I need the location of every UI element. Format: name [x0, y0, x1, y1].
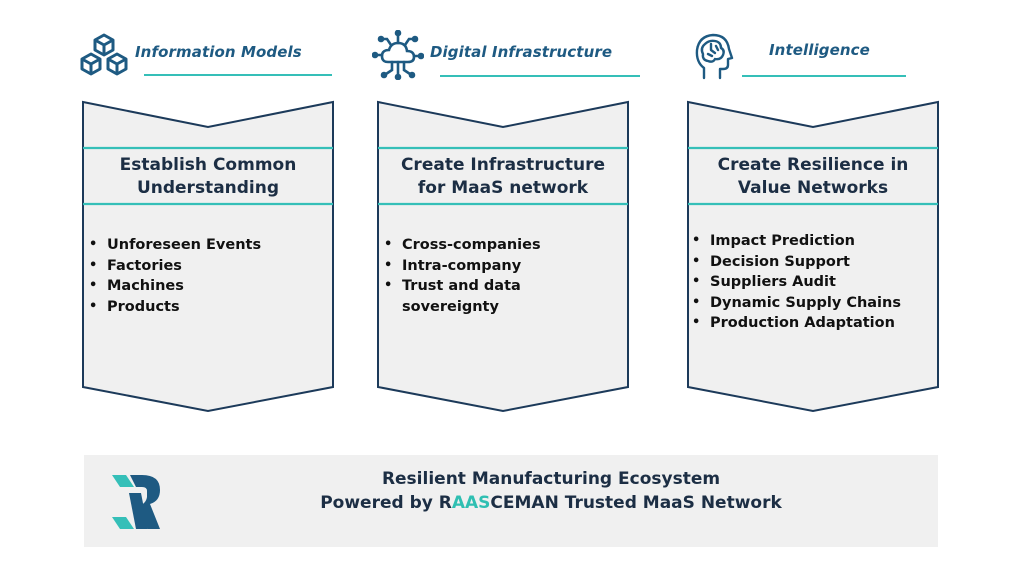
category-underline	[440, 75, 640, 77]
category-underline	[144, 74, 332, 76]
raasceman-logo-icon	[110, 473, 162, 535]
column-header-information-models: Information Models	[78, 30, 338, 90]
pillar-bullet-list: Cross-companies Intra-company Trust and …	[382, 235, 582, 317]
list-item: Suppliers Audit	[690, 272, 936, 293]
column-category-title: Information Models	[135, 43, 302, 61]
list-item: Dynamic Supply Chains	[690, 293, 936, 314]
pillar-heading: Create Resilience in Value Networks	[717, 155, 909, 198]
list-item: Machines	[87, 276, 317, 297]
list-item: Decision Support	[690, 252, 936, 273]
list-item: Production Adaptation	[690, 313, 936, 334]
pillar-create-resilience: Create Resilience in Value Networks Impa…	[686, 100, 940, 414]
pillar-heading: Establish Common Understanding	[119, 155, 297, 198]
footer-line-2-prefix: Powered by R	[320, 493, 452, 513]
category-underline	[742, 75, 906, 77]
footer-line-2-accent: AAS	[451, 493, 491, 513]
list-item: Intra-company	[382, 256, 582, 277]
footer-text: Resilient Manufacturing Ecosystem Powere…	[204, 467, 898, 515]
pillar-establish-common-understanding: Establish Common Understanding Unforesee…	[81, 100, 335, 414]
list-item: Cross-companies	[382, 235, 582, 256]
list-item: Trust and data sovereignty	[382, 276, 582, 317]
list-item: Products	[87, 297, 317, 318]
column-header-intelligence: Intelligence	[694, 30, 934, 90]
list-item: Impact Prediction	[690, 231, 936, 252]
list-item: Unforeseen Events	[87, 235, 317, 256]
footer-line-1: Resilient Manufacturing Ecosystem	[381, 469, 721, 489]
brain-head-icon	[694, 32, 734, 86]
footer-banner: Resilient Manufacturing Ecosystem Powere…	[84, 455, 938, 547]
footer-line-2: Powered by RAASCEMAN Trusted MaaS Networ…	[204, 491, 898, 515]
pillar-create-infrastructure: Create Infrastructure for MaaS network C…	[376, 100, 630, 414]
column-header-digital-infrastructure: Digital Infrastructure	[371, 29, 642, 90]
list-item: Factories	[87, 256, 317, 277]
pillar-bullet-list: Unforeseen Events Factories Machines Pro…	[87, 235, 317, 317]
pillar-heading: Create Infrastructure for MaaS network	[400, 155, 606, 198]
cubes-icon	[78, 32, 130, 84]
pillar-bullet-list: Impact Prediction Decision Support Suppl…	[690, 231, 936, 334]
footer-line-2-suffix: CEMAN Trusted MaaS Network	[490, 493, 782, 513]
cloud-network-icon	[371, 29, 425, 84]
column-category-title: Intelligence	[769, 41, 870, 59]
column-category-title: Digital Infrastructure	[430, 43, 613, 61]
